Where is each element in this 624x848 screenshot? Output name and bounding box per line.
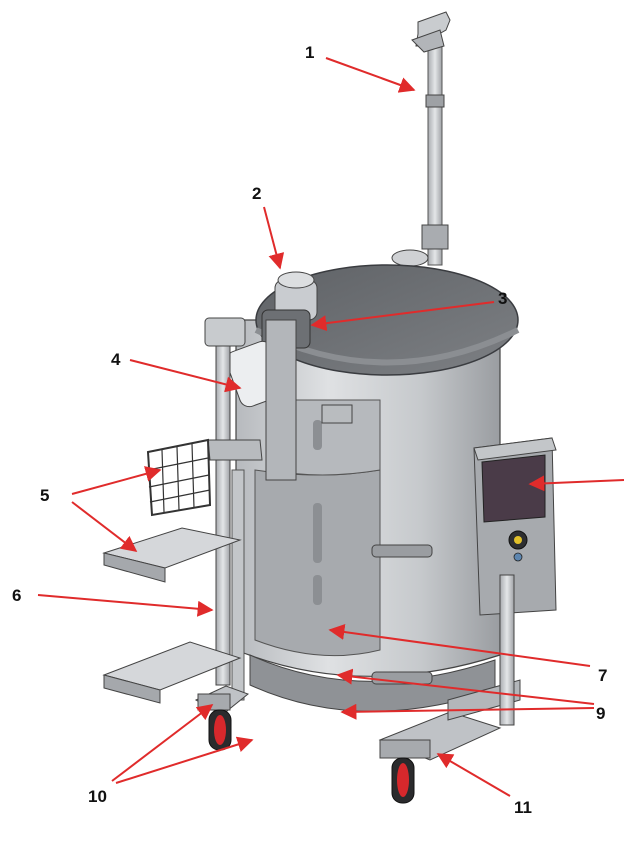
- shelf-upper: [102, 527, 242, 583]
- shelf-lower: [102, 641, 242, 704]
- callout-9: 9: [596, 704, 606, 723]
- arrow-1: [325, 57, 416, 93]
- callout-5: 5: [40, 486, 50, 505]
- callout-11: 11: [514, 798, 532, 817]
- motor-assembly: [225, 271, 318, 481]
- cart-base: [194, 574, 521, 761]
- arrow-2: [263, 206, 285, 270]
- arrow-6: [37, 594, 214, 617]
- arrow-7: [328, 624, 591, 667]
- sample-basket: [146, 438, 212, 517]
- callout-7: 7: [598, 666, 608, 685]
- callout-4: 4: [111, 350, 121, 369]
- wheel-left: [208, 709, 232, 751]
- arrow-10b: [115, 736, 254, 784]
- control-panel: [473, 437, 557, 616]
- vessel-body: [231, 264, 520, 712]
- arrow-8: [528, 475, 624, 492]
- arrow-9b: [340, 703, 595, 720]
- arrow-9a: [336, 668, 595, 705]
- arrow-10a: [111, 704, 214, 782]
- arrow-4: [129, 359, 242, 393]
- callout-arrows: [37, 57, 624, 797]
- callout-10: 10: [88, 787, 107, 806]
- arrow-5a: [71, 466, 162, 495]
- left-frame: [204, 317, 263, 686]
- callout-2: 2: [252, 184, 262, 203]
- wheel-right: [391, 757, 415, 804]
- support-pole: [391, 11, 451, 267]
- callout-3: 3: [498, 289, 508, 308]
- callout-6: 6: [12, 586, 22, 605]
- arrow-3: [310, 301, 495, 332]
- callout-1: 1: [305, 43, 315, 62]
- arrow-5b: [71, 501, 138, 552]
- arrow-11: [436, 753, 511, 797]
